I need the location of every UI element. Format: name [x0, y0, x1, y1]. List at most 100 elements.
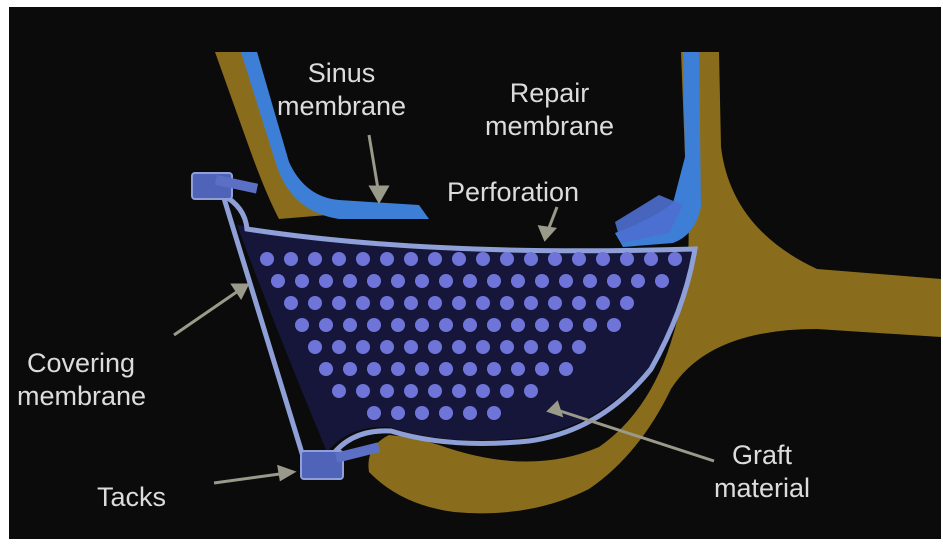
tacks-label: Tacks	[97, 481, 166, 514]
repair-membrane-label-line-2: membrane	[485, 110, 614, 143]
repair-membrane-label: Repair membrane	[485, 77, 614, 143]
graft-particle	[583, 318, 597, 332]
graft-particle	[260, 252, 274, 266]
graft-particle	[535, 318, 549, 332]
graft-particle	[391, 274, 405, 288]
graft-particle	[367, 362, 381, 376]
graft-particle	[415, 274, 429, 288]
graft-particle	[487, 362, 501, 376]
graft-particle	[607, 318, 621, 332]
graft-particle	[596, 296, 610, 310]
graft-particle	[404, 252, 418, 266]
repair-membrane-label-line-1: Repair	[485, 77, 614, 110]
graft-particle	[356, 384, 370, 398]
graft-particle	[463, 362, 477, 376]
graft-particle	[548, 340, 562, 354]
graft-particle	[524, 296, 538, 310]
graft-particle	[319, 362, 333, 376]
sinus-membrane-label: Sinus membrane	[277, 57, 406, 123]
graft-particle	[607, 274, 621, 288]
graft-particle	[295, 318, 309, 332]
graft-particle	[356, 252, 370, 266]
graft-material-label-line-2: material	[714, 472, 810, 505]
graft-particle	[428, 296, 442, 310]
graft-particle	[271, 274, 285, 288]
graft-particle	[476, 252, 490, 266]
graft-particle	[476, 296, 490, 310]
graft-particle	[500, 340, 514, 354]
graft-particle	[343, 274, 357, 288]
graft-particle	[500, 384, 514, 398]
graft-particle	[428, 340, 442, 354]
graft-particle	[428, 384, 442, 398]
graft-particle	[511, 362, 525, 376]
graft-particle	[500, 252, 514, 266]
sinus-arrowhead	[371, 187, 387, 201]
graft-particle	[415, 362, 429, 376]
graft-particle	[404, 384, 418, 398]
graft-particle	[308, 340, 322, 354]
sinus-membrane-label-line-2: membrane	[277, 90, 406, 123]
graft-particle	[380, 296, 394, 310]
graft-particle	[319, 318, 333, 332]
graft-particle	[391, 406, 405, 420]
graft-particle	[524, 340, 538, 354]
graft-material-label: Graft material	[714, 439, 810, 505]
graft-particle	[535, 274, 549, 288]
graft-particle	[452, 384, 466, 398]
graft-particle	[463, 274, 477, 288]
tacks-arrowhead	[279, 467, 293, 479]
graft-particle	[476, 340, 490, 354]
graft-particle	[284, 252, 298, 266]
graft-particle	[380, 252, 394, 266]
graft-material-label-line-1: Graft	[714, 439, 810, 472]
graft-particle	[511, 274, 525, 288]
graft-particle	[367, 406, 381, 420]
graft-particle	[332, 384, 346, 398]
graft-particle	[332, 340, 346, 354]
covering-arrow	[174, 289, 241, 335]
graft-particle	[559, 274, 573, 288]
graft-particle	[668, 252, 682, 266]
covering-membrane-label-line-1: Covering	[17, 347, 146, 380]
graft-particle	[559, 318, 573, 332]
graft-particle	[284, 296, 298, 310]
graft-particle	[452, 252, 466, 266]
graft-particle	[404, 296, 418, 310]
graft-particle	[356, 340, 370, 354]
covering-membrane-label-line-2: membrane	[17, 380, 146, 413]
graft-particle	[524, 252, 538, 266]
covering-membrane-label: Covering membrane	[17, 347, 146, 413]
graft-particle	[428, 252, 442, 266]
graft-particle	[415, 318, 429, 332]
graft-particle	[487, 318, 501, 332]
graft-particle	[295, 274, 309, 288]
graft-particle	[439, 318, 453, 332]
graft-particle	[343, 318, 357, 332]
graft-particle	[452, 296, 466, 310]
graft-particle	[380, 384, 394, 398]
graft-particle	[308, 296, 322, 310]
graft-particle	[524, 384, 538, 398]
graft-particle	[631, 274, 645, 288]
graft-particle	[343, 362, 357, 376]
graft-particle	[415, 406, 429, 420]
graft-particle	[572, 340, 586, 354]
graft-particle	[391, 362, 405, 376]
graft-particle	[620, 252, 634, 266]
graft-particle	[463, 406, 477, 420]
graft-particle	[391, 318, 405, 332]
graft-particle	[548, 296, 562, 310]
upper-tack	[192, 173, 258, 199]
graft-particle	[332, 296, 346, 310]
graft-particle	[548, 252, 562, 266]
graft-particle	[332, 252, 346, 266]
covering-arrowhead	[233, 285, 247, 297]
graft-particle	[572, 296, 586, 310]
graft-particle	[559, 362, 573, 376]
graft-particle	[500, 296, 514, 310]
perforation-arrowhead	[540, 227, 554, 239]
graft-particle	[439, 274, 453, 288]
graft-particle	[583, 274, 597, 288]
graft-particle	[655, 274, 669, 288]
